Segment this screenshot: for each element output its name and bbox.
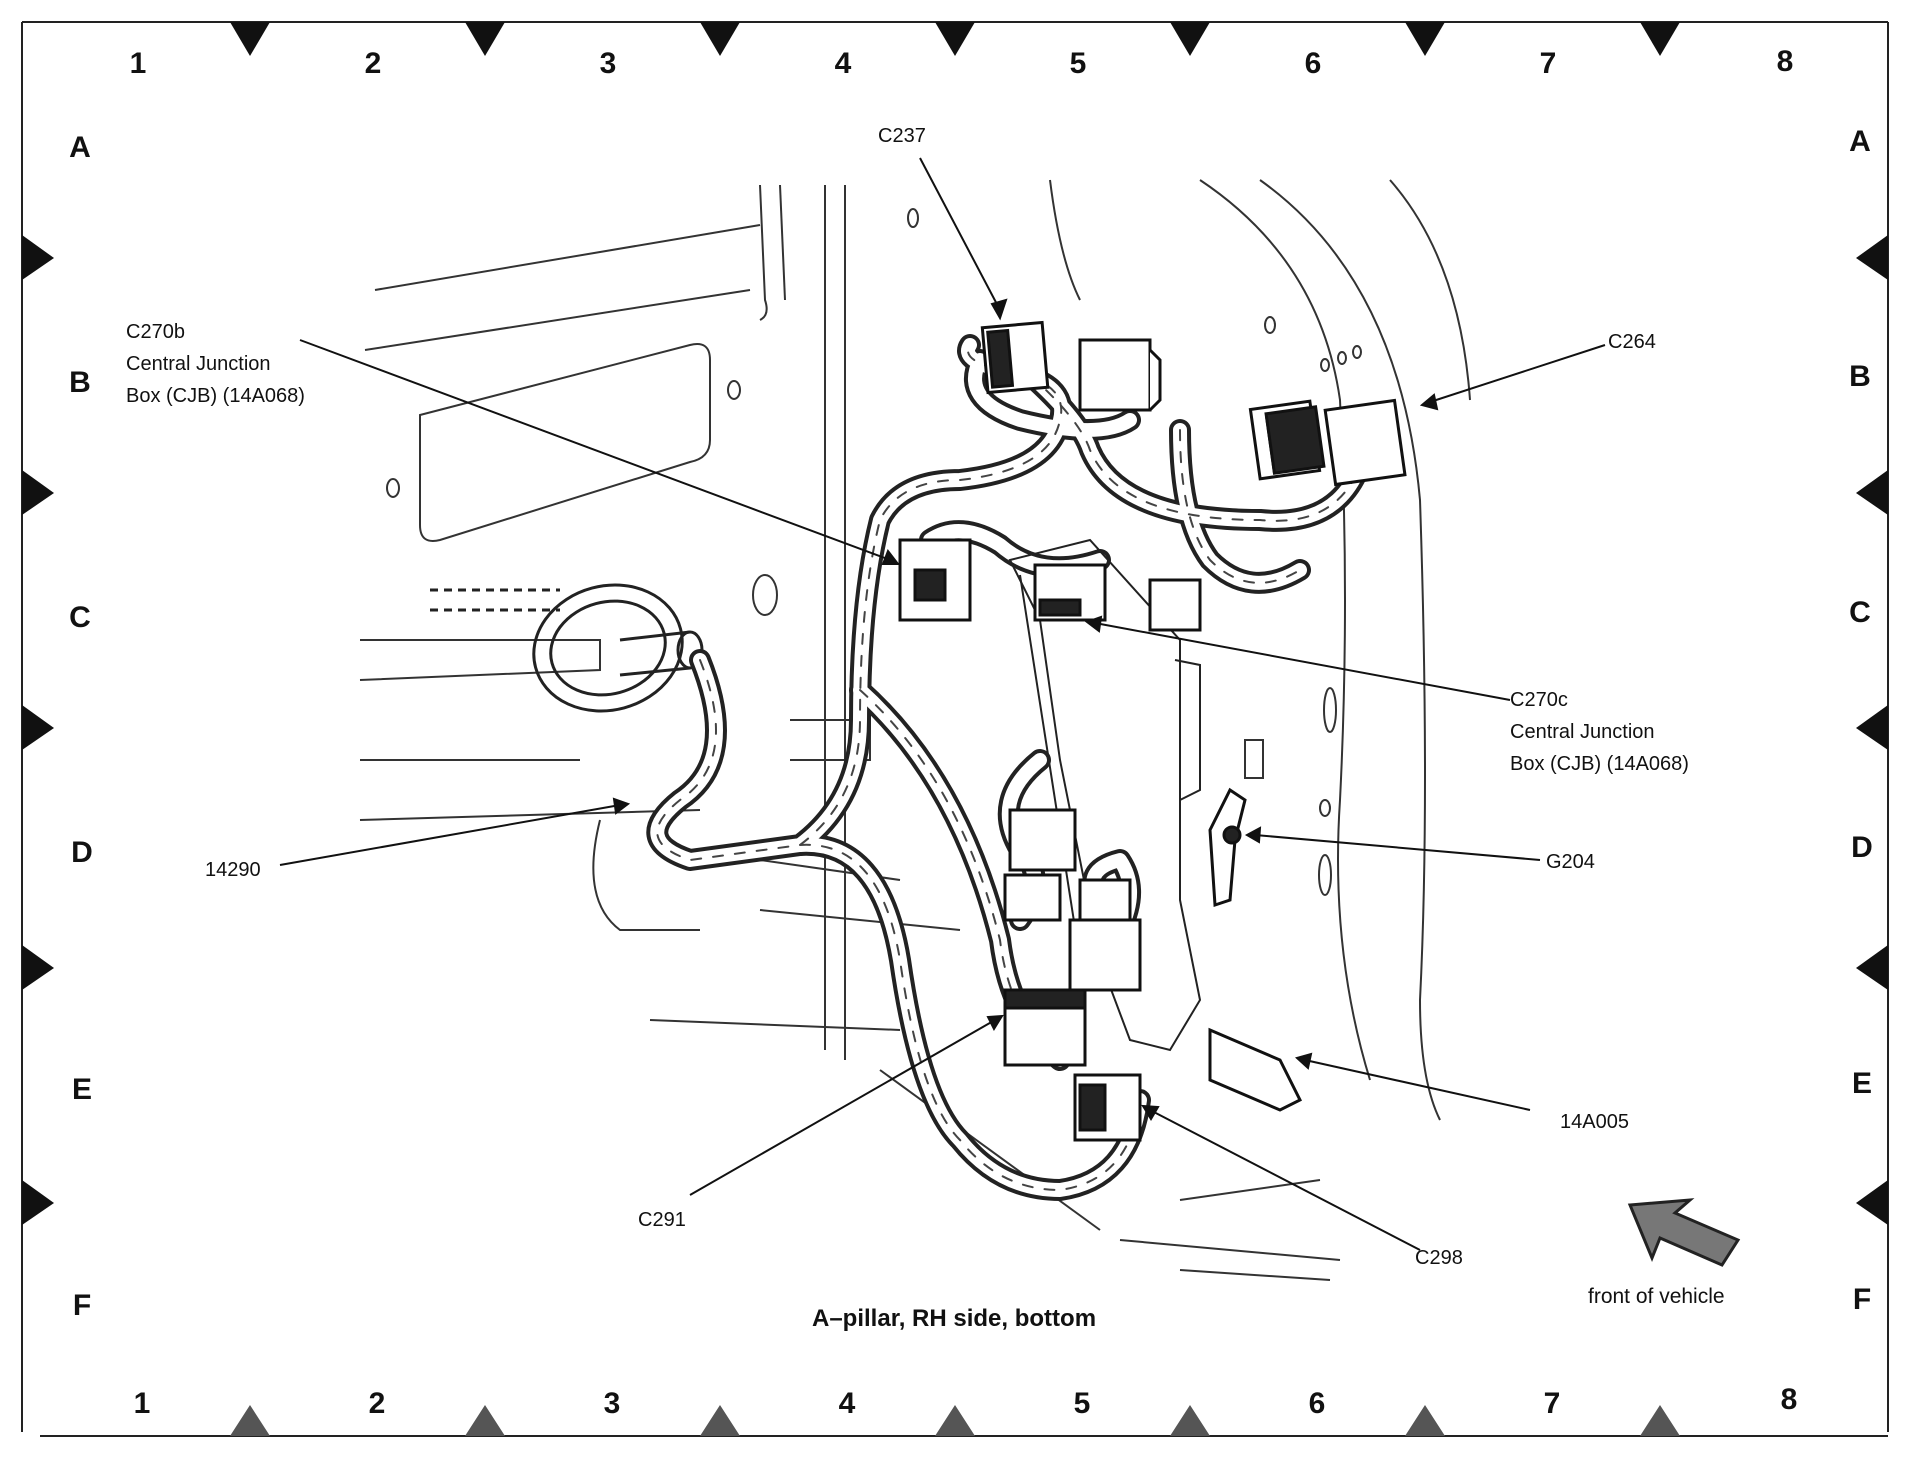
grid-column-6-top: 6: [1304, 47, 1322, 80]
wiring-harness: [646, 334, 1381, 1201]
connector-center-stack: [1003, 808, 1142, 992]
front-of-vehicle-arrow: [1627, 1198, 1741, 1267]
grid-row-f-right: F: [1852, 1283, 1872, 1316]
grid-column-6-bottom: 6: [1308, 1387, 1326, 1420]
callout-c237-label: C237: [878, 125, 926, 147]
grid-row-c-left: C: [69, 601, 91, 634]
harness-14a005: [1208, 1027, 1303, 1112]
connector-c270c-adjacent: [1148, 578, 1202, 632]
right-zone-markers: [1856, 235, 1888, 1225]
callout-14290-label: 14290: [205, 859, 261, 881]
grid-column-2-bottom: 2: [368, 1387, 386, 1420]
grid-column-1-top: 1: [129, 47, 147, 80]
grid-column-7-top: 7: [1539, 47, 1557, 80]
callout-g204: G204: [1546, 846, 1595, 878]
connector-c298: [1073, 1073, 1142, 1142]
top-zone-markers: [230, 22, 1680, 56]
connector-c264-mate: [1264, 398, 1407, 487]
callout-c270b-name: Central Junction: [126, 353, 271, 375]
grid-row-b-left: B: [69, 366, 91, 399]
callout-c270c-id: C270c: [1510, 689, 1568, 711]
bottom-zone-markers: [230, 1405, 1680, 1436]
callout-c298-label: C298: [1415, 1247, 1463, 1269]
grid-row-c-right: C: [1849, 596, 1871, 629]
grid-column-7-bottom: 7: [1543, 1387, 1561, 1420]
callout-c270b: C270b Central Junction Box (CJB) (14A068…: [126, 316, 305, 412]
front-of-vehicle-label: front of vehicle: [1588, 1285, 1725, 1308]
grid-column-1-bottom: 1: [133, 1387, 151, 1420]
connector-c270b: [898, 538, 972, 622]
grid-column-4-bottom: 4: [838, 1387, 856, 1420]
callout-c270c-name: Central Junction: [1510, 721, 1655, 743]
callout-14a005-label: 14A005: [1560, 1111, 1629, 1133]
callout-c270c: C270c Central Junction Box (CJB) (14A068…: [1510, 684, 1689, 780]
callout-c237: C237: [878, 120, 926, 152]
callout-c270b-part: Box (CJB) (14A068): [126, 385, 305, 407]
grid-row-d-left: D: [71, 836, 93, 869]
callout-14a005: 14A005: [1560, 1106, 1629, 1138]
ground-g204: [1208, 787, 1247, 908]
vehicle-body-lines: [359, 179, 1471, 1281]
grid-column-5-top: 5: [1069, 47, 1087, 80]
grid-column-2-top: 2: [364, 47, 382, 80]
connector-c237-mate: [1078, 338, 1162, 412]
grid-column-3-bottom: 3: [603, 1387, 621, 1420]
grid-row-b-right: B: [1849, 360, 1871, 393]
grid-row-a-right: A: [1849, 125, 1871, 158]
grid-row-a-left: A: [69, 131, 91, 164]
callout-c298: C298: [1415, 1242, 1463, 1274]
left-zone-markers: [22, 235, 54, 1225]
diagram-caption: A–pillar, RH side, bottom: [812, 1305, 1097, 1332]
grid-column-8-top: 8: [1776, 45, 1794, 78]
connector-c291: [1003, 988, 1087, 1067]
grid-row-f-left: F: [72, 1289, 92, 1322]
connector-c270c: [1033, 563, 1107, 622]
grid-row-d-right: D: [1851, 831, 1873, 864]
grid-column-4-top: 4: [834, 47, 852, 80]
callout-c264: C264: [1608, 326, 1656, 358]
callout-c270c-part: Box (CJB) (14A068): [1510, 753, 1689, 775]
grid-column-3-top: 3: [599, 47, 617, 80]
connector-c237: [980, 320, 1050, 395]
grid-column-5-bottom: 5: [1073, 1387, 1091, 1420]
callout-c291: C291: [638, 1204, 686, 1236]
callout-leaders: [279, 157, 1606, 1251]
grid-row-e-left: E: [71, 1073, 93, 1106]
callout-c264-label: C264: [1608, 331, 1656, 353]
callout-g204-label: G204: [1546, 851, 1595, 873]
callout-c291-label: C291: [638, 1209, 686, 1231]
door-harness-grommet: [430, 583, 704, 713]
grid-row-e-right: E: [1851, 1067, 1873, 1100]
callout-c270b-id: C270b: [126, 321, 185, 343]
callout-14290: 14290: [205, 854, 261, 886]
grid-column-8-bottom: 8: [1780, 1383, 1798, 1416]
